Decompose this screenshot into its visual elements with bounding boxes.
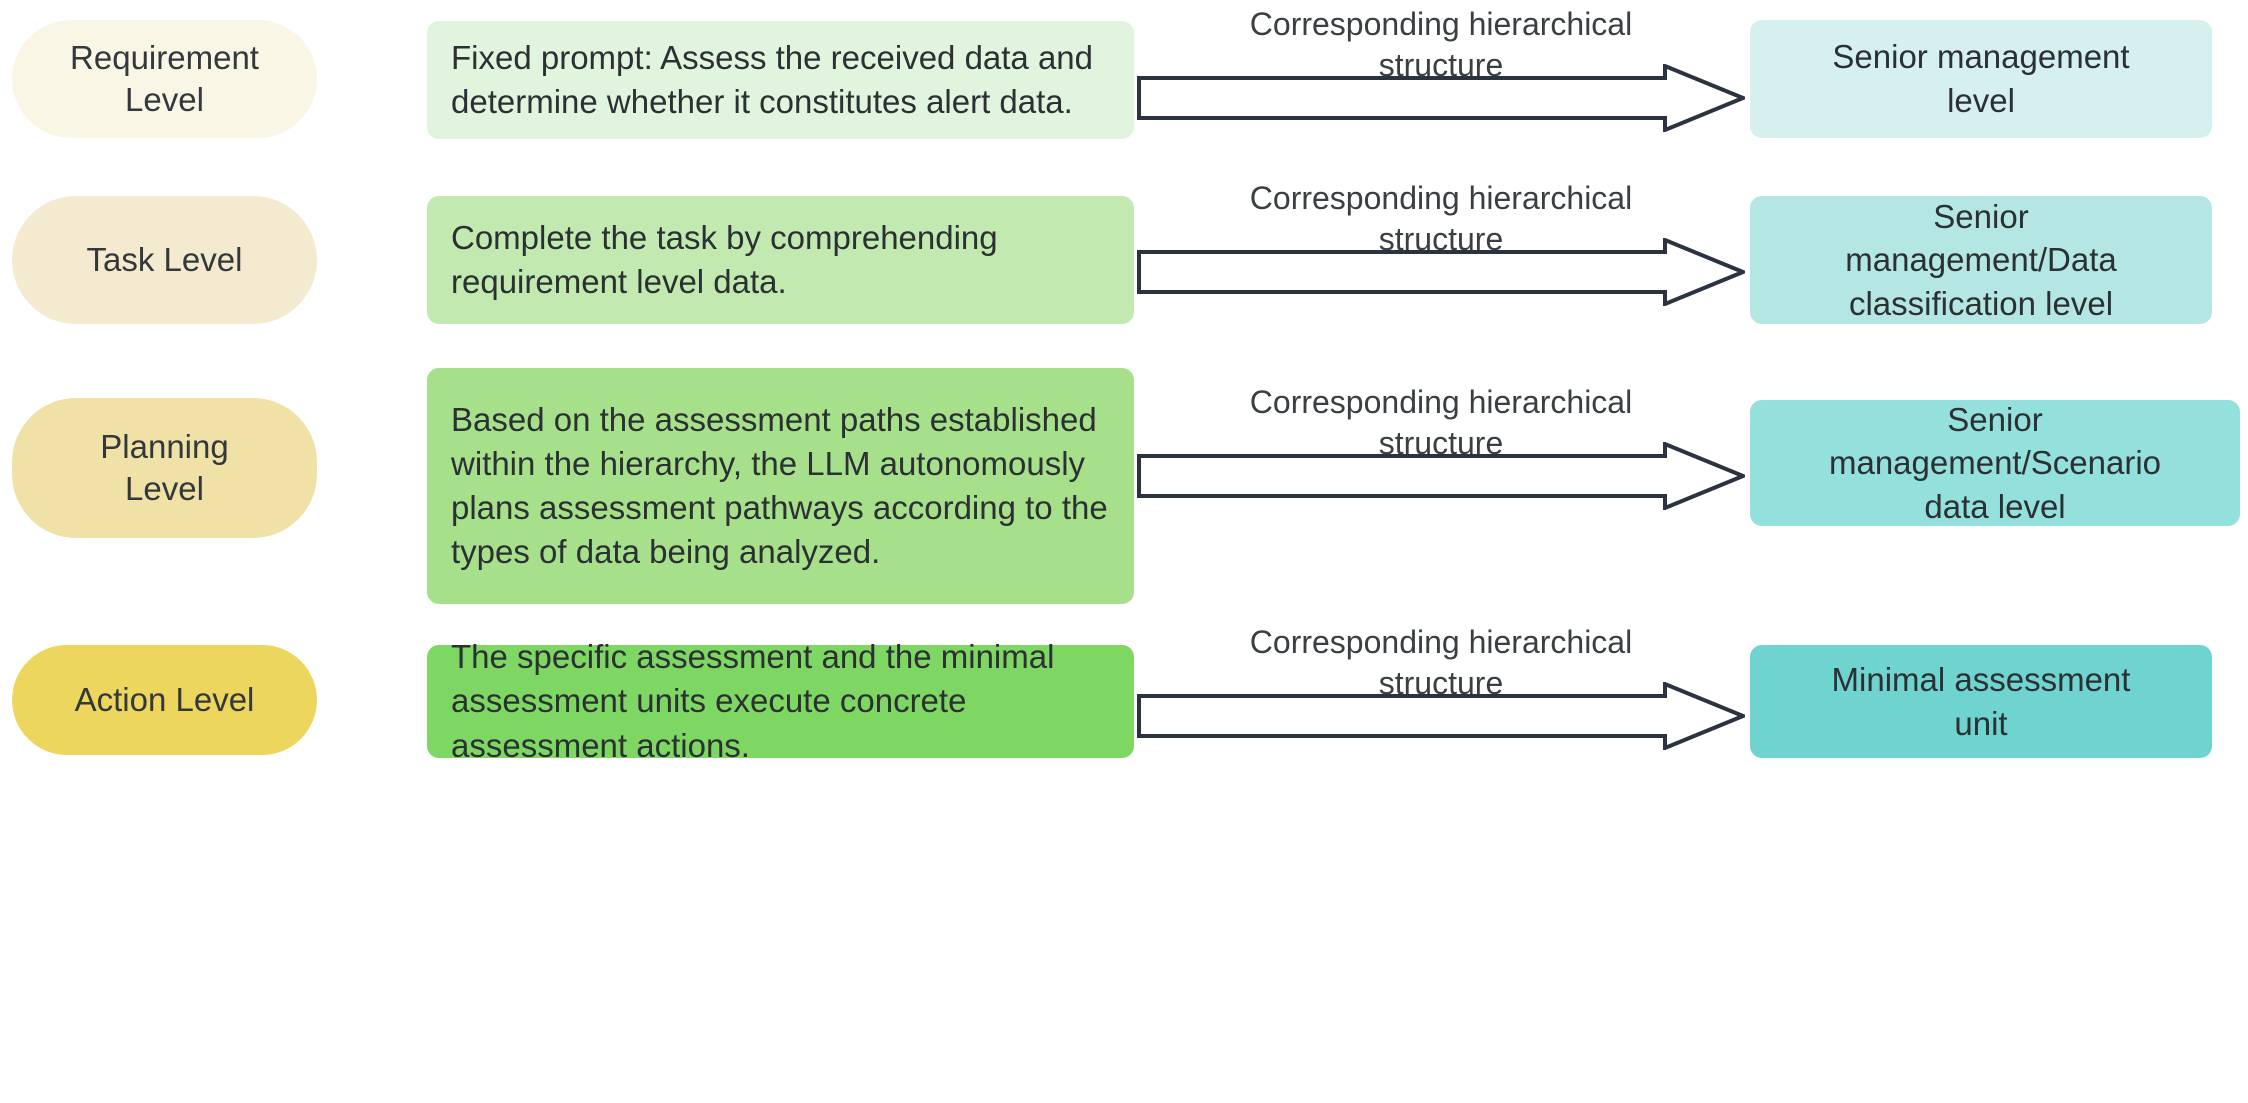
connector-group-task: Corresponding hierarchical structure [1137, 178, 1745, 308]
target-box-task: Senior management/Data classification le… [1750, 196, 2212, 324]
block-arrow-icon [1137, 682, 1745, 750]
block-arrow-icon [1137, 238, 1745, 306]
connector-label: Corresponding hierarchical structure [1249, 6, 1633, 83]
target-label: Senior management level [1832, 38, 2130, 119]
level-pill-requirement: Requirement Level [12, 20, 317, 138]
target-label: Senior management/Data classification le… [1845, 197, 2117, 322]
connector-label: Corresponding hierarchical structure [1249, 384, 1633, 461]
description-text: The specific assessment and the minimal … [451, 638, 1055, 764]
level-pill-label: Action Level [74, 680, 255, 718]
connector-group-requirement: Corresponding hierarchical structure [1137, 4, 1745, 134]
connector-label: Corresponding hierarchical structure [1249, 624, 1633, 701]
description-text: Based on the assessment paths establishe… [451, 400, 1108, 571]
description-box-requirement: Fixed prompt: Assess the received data a… [427, 21, 1134, 139]
block-arrow-icon [1137, 442, 1745, 510]
level-pill-label: Task Level [86, 240, 243, 278]
description-text: Fixed prompt: Assess the received data a… [451, 38, 1094, 120]
target-box-requirement: Senior management level [1750, 20, 2212, 138]
target-box-action: Minimal assessment unit [1750, 645, 2212, 758]
target-label: Senior management/Scenario data level [1828, 400, 2162, 525]
level-pill-label: Requirement Level [70, 38, 259, 118]
description-box-task: Complete the task by comprehending requi… [427, 196, 1134, 324]
connector-label: Corresponding hierarchical structure [1249, 180, 1633, 257]
level-pill-planning: Planning Level [12, 398, 317, 538]
level-pill-task: Task Level [12, 196, 317, 324]
target-label: Minimal assessment unit [1831, 660, 2131, 742]
description-text: Complete the task by comprehending requi… [451, 218, 998, 300]
target-box-planning: Senior management/Scenario data level [1750, 400, 2240, 526]
description-box-action: The specific assessment and the minimal … [427, 638, 1134, 764]
block-arrow-icon [1137, 64, 1745, 132]
connector-group-action: Corresponding hierarchical structure [1137, 622, 1745, 752]
connector-group-planning: Corresponding hierarchical structure [1137, 382, 1745, 512]
level-pill-label: Planning Level [100, 427, 229, 507]
description-box-planning: Based on the assessment paths establishe… [427, 368, 1134, 604]
level-pill-action: Action Level [12, 645, 317, 755]
